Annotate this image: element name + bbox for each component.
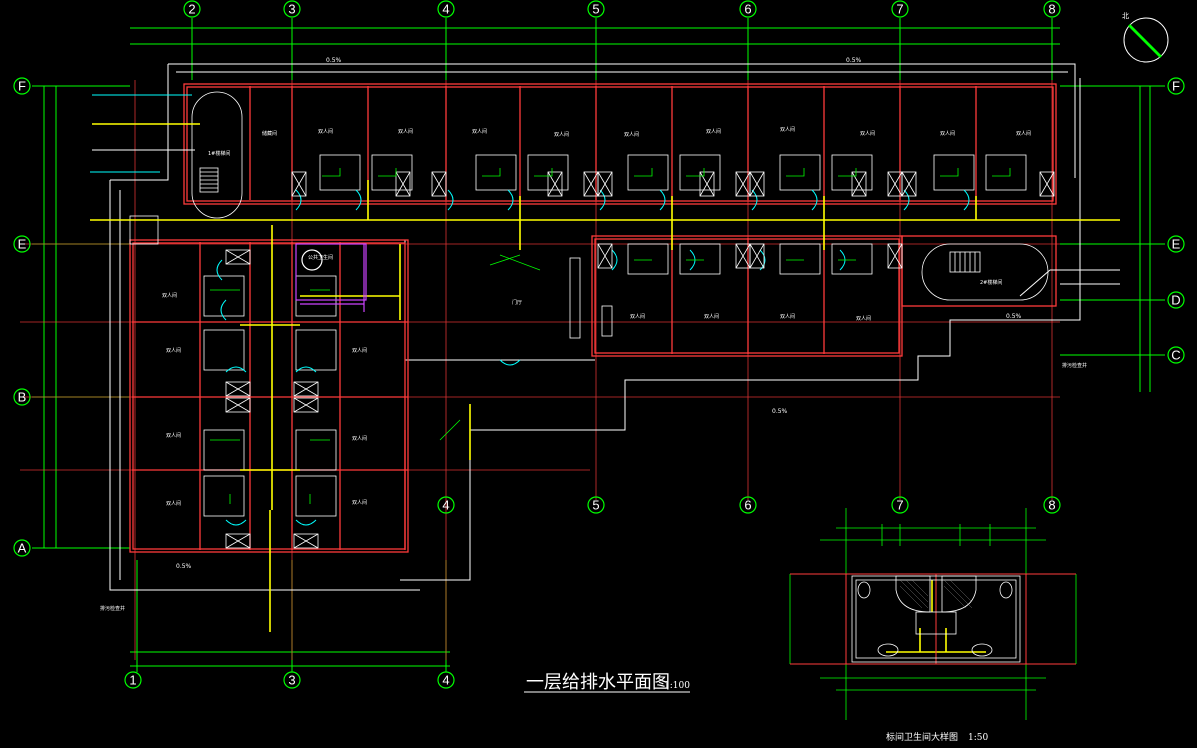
axis-bubble-top-2: 2 <box>183 0 201 18</box>
axis-bubble-left-A: A <box>13 539 31 557</box>
axis-bubble-right-E-label: E <box>1172 237 1181 252</box>
drawing-scale: 1:100 <box>664 681 690 691</box>
axis-bubble-mid-6: 6 <box>739 496 757 514</box>
axis-bubble-mid-4-label: 4 <box>442 498 449 513</box>
slope-label: 0.5% <box>1006 313 1022 320</box>
axis-bubble-mid-8-label: 8 <box>1048 498 1055 513</box>
axis-bubble-mid-4: 4 <box>437 496 455 514</box>
axis-bubble-left-B: B <box>13 388 31 406</box>
slope-label: 0.5% <box>326 57 342 64</box>
axis-bubble-bottom-3-label: 3 <box>288 673 295 688</box>
slope-label: 0.5% <box>772 408 788 415</box>
axis-bubble-top-2-label: 2 <box>188 2 195 17</box>
axis-bubble-top-6: 6 <box>739 0 757 18</box>
axis-grid <box>20 80 1060 660</box>
axis-bubble-bottom-4: 4 <box>437 671 455 689</box>
axis-bubble-right-E: E <box>1167 235 1185 253</box>
axis-bubble-bottom-1: 1 <box>124 671 142 689</box>
room-label-public_wc: 公共卫生间 <box>308 254 333 261</box>
axis-bubble-right-F-label: F <box>1172 79 1180 94</box>
room-label-double_room: 双人间 <box>940 130 955 137</box>
room-label-double_room: 双人间 <box>624 131 639 138</box>
axis-bubble-mid-6-label: 6 <box>744 498 751 513</box>
room-label-double_room: 双人间 <box>554 131 569 138</box>
slope-label: 0.5% <box>846 57 862 64</box>
room-label-lobby: 门厅 <box>512 299 522 306</box>
axis-bubble-top-5: 5 <box>587 0 605 18</box>
room-label-double_room: 双人间 <box>856 315 871 322</box>
room-label-double_room: 双人间 <box>352 499 367 506</box>
axis-bubble-right-C: C <box>1167 346 1185 364</box>
slope-labels: 0.5% 0.5% 0.5% 0.5% 0.5% <box>176 57 1022 570</box>
axis-bubble-left-F-label: F <box>18 79 26 94</box>
axis-bubble-top-5-label: 5 <box>592 2 599 17</box>
axis-bubble-top-6-label: 6 <box>744 2 751 17</box>
room-label-riser: 排污检查井 <box>100 605 125 612</box>
axis-bubble-mid-5-label: 5 <box>592 498 599 513</box>
fixture-marks <box>210 168 1011 504</box>
axis-bubble-right-D-label: D <box>1171 293 1180 308</box>
room-label-stair: 1#楼梯间 <box>208 150 230 157</box>
room-label-double_room: 双人间 <box>780 126 795 133</box>
axis-bubble-mid-7: 7 <box>891 496 909 514</box>
public-wc-pipes <box>295 243 367 312</box>
axis-bubble-bottom-3: 3 <box>283 671 301 689</box>
drainage-pipes <box>92 149 1120 297</box>
room-label-double_room: 双人间 <box>472 128 487 135</box>
room-label-double_room: 双人间 <box>780 313 795 320</box>
room-label-double_room: 双人间 <box>166 347 181 354</box>
detail-scale: 1:50 <box>968 733 988 743</box>
axis-bubble-bottom-4-label: 4 <box>442 673 449 688</box>
bathroom-fixtures <box>191 91 1049 517</box>
axis-bubble-top-7-label: 7 <box>896 2 903 17</box>
axis-bubble-right-F: F <box>1167 77 1185 95</box>
axis-bubble-left-A-label: A <box>18 541 27 556</box>
axis-bubble-mid-8: 8 <box>1043 496 1061 514</box>
axis-bubble-left-E-label: E <box>18 237 27 252</box>
detail-title: 标间卫生间大样图 <box>886 731 958 743</box>
north-label: 北 <box>1122 12 1129 20</box>
axis-bubble-top-3-label: 3 <box>288 2 295 17</box>
room-label-double_room: 双人间 <box>630 313 645 320</box>
room-label-riser: 排污检查井 <box>1062 362 1087 369</box>
axis-bubble-top-4-label: 4 <box>442 2 449 17</box>
room-label-double_room: 双人间 <box>706 128 721 135</box>
axis-bubble-bottom-1-label: 1 <box>129 673 136 688</box>
room-labels: 双人间双人间双人间双人间双人间双人间双人间双人间双人间双人间双人间双人间双人间双… <box>100 126 1087 612</box>
axis-bubble-right-D: D <box>1167 291 1185 309</box>
axis-bubble-left-F: F <box>13 77 31 95</box>
room-label-double_room: 双人间 <box>162 292 177 299</box>
room-label-double_room: 双人间 <box>166 432 181 439</box>
room-label-double_room: 双人间 <box>1016 130 1031 137</box>
room-label-double_room: 双人间 <box>398 128 413 135</box>
doors <box>90 94 970 526</box>
room-label-double_room: 双人间 <box>166 500 181 507</box>
room-label-double_room: 双人间 <box>352 347 367 354</box>
room-label-stair2: 2#楼梯间 <box>980 279 1002 286</box>
dimension-lines <box>32 18 1165 672</box>
detail-plan <box>789 508 1077 720</box>
axis-bubble-top-8: 8 <box>1043 0 1061 18</box>
axis-bubble-mid-7-label: 7 <box>896 498 903 513</box>
drawing-title: 一层给排水平面图 <box>526 672 670 693</box>
walls <box>129 83 1057 553</box>
axis-bubble-top-8-label: 8 <box>1048 2 1055 17</box>
axis-bubble-top-3: 3 <box>283 0 301 18</box>
north-arrow <box>1123 17 1169 63</box>
room-label-storage: 储藏间 <box>262 130 277 137</box>
axis-bubble-top-4: 4 <box>437 0 455 18</box>
axis-bubble-mid-5: 5 <box>587 496 605 514</box>
slope-label: 0.5% <box>176 563 192 570</box>
windows <box>129 171 1055 549</box>
room-label-double_room: 双人间 <box>318 128 333 135</box>
room-label-double_room: 双人间 <box>860 130 875 137</box>
axis-bubble-left-E: E <box>13 235 31 253</box>
axis-bubble-left-B-label: B <box>18 390 27 405</box>
axis-bubble-top-7: 7 <box>891 0 909 18</box>
axis-bubble-right-C-label: C <box>1171 348 1180 363</box>
room-label-double_room: 双人间 <box>352 435 367 442</box>
room-label-double_room: 双人间 <box>704 313 719 320</box>
